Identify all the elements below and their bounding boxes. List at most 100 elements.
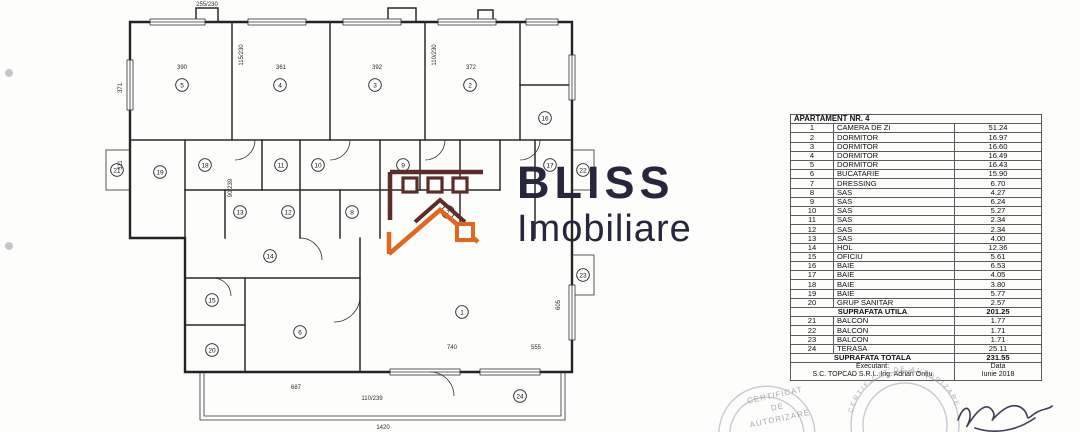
table-cell: BALCON (832, 334, 956, 345)
table-cell: 3 (790, 141, 834, 152)
table-cell: 201.25 (954, 306, 1042, 318)
table-title: APARTAMENT NR. 4 (790, 113, 1042, 125)
balcony-outline (571, 254, 595, 296)
room-number-circle (463, 78, 477, 92)
executant-label: Executant: (855, 363, 890, 371)
authorization-stamp: CERTIFICAT DE AUTORIZARE (718, 385, 816, 432)
dimension-label: 605 (556, 299, 562, 310)
table-cell: 1.77 (954, 316, 1042, 327)
room-number-circle (281, 205, 295, 219)
vent-shaft (387, 7, 417, 23)
table-cell: 21 (790, 316, 834, 327)
room-number: 7 (446, 209, 450, 216)
logo-brand-subtitle: Imobiliare (517, 208, 692, 250)
dimension-label: 390 (177, 65, 188, 71)
balcony-outline (105, 149, 131, 191)
table-cell: DORMITOR (832, 141, 956, 152)
dimension-label: 392 (372, 65, 383, 71)
table-cell: 5.77 (954, 288, 1042, 299)
room-number-circle (345, 205, 359, 219)
bliss-logo: BLISS Imobiliare (383, 160, 692, 264)
table-cell: BAIE (832, 260, 956, 272)
table-cell: 19 (790, 288, 834, 299)
bliss-house-logo-icon (386, 169, 483, 256)
room-number: 11 (278, 162, 285, 169)
room-number: 21 (113, 167, 121, 174)
table-cell: 23 (790, 334, 834, 345)
table-cell: 4.00 (954, 233, 1042, 244)
dimension-label: 1420 (376, 425, 390, 431)
table-cell: 1.71 (954, 325, 1042, 336)
room-number: 15 (208, 297, 216, 304)
interior-walls (129, 21, 573, 373)
table-cell: SAS (832, 215, 956, 226)
room-number-circle (576, 268, 590, 282)
table-cell: HOL (832, 242, 956, 253)
room-number: 12 (284, 209, 292, 216)
table-cell: CAMERA DE ZI (832, 123, 956, 134)
dimension-label: 115/230 (239, 44, 245, 66)
table-cell: 2.57 (954, 297, 1042, 308)
table-cell: DORMITOR (832, 132, 956, 143)
table-cell: BALCON (832, 325, 956, 336)
table-cell: 15 (790, 251, 834, 263)
table-cell: 12 (790, 224, 834, 235)
table-cell: DORMITOR (832, 150, 956, 161)
table-cell: 2.34 (954, 224, 1042, 235)
table-cell: 16 (790, 260, 834, 272)
table-cell: 14 (790, 242, 834, 253)
outer-walls (128, 20, 574, 374)
table-cell: 8 (790, 187, 834, 198)
table-cell: SAS (832, 233, 956, 244)
table-cell: 6.24 (954, 196, 1042, 207)
table-cell: 6 (790, 169, 834, 180)
room-number: 2 (468, 82, 472, 89)
dimension-label: 90/239 (228, 178, 234, 197)
room-number: 5 (180, 82, 184, 89)
table-cell: 16.49 (954, 150, 1042, 161)
door-arcs (212, 139, 541, 397)
table-cell: 51.24 (954, 123, 1042, 134)
room-number: 10 (314, 162, 322, 169)
dimension-label: 372 (466, 65, 477, 71)
table-cell: 20 (790, 297, 834, 308)
room-number: 20 (208, 347, 216, 354)
table-cell: 4.27 (954, 187, 1042, 198)
table-cell: 16.60 (954, 141, 1042, 152)
room-number-circle (205, 343, 219, 357)
table-cell: BALCON (832, 316, 956, 327)
dimension-label: 740 (447, 345, 458, 351)
logo-brand-name: BLISS (517, 157, 675, 208)
table-cell: TERASA (832, 343, 956, 354)
room-number-circle (233, 205, 247, 219)
table-cell: BAIE (832, 270, 956, 281)
table-cell: 6.70 (954, 178, 1042, 189)
table-cell: 10 (790, 205, 834, 217)
table-cell: 24 (790, 343, 834, 354)
table-cell: 11 (790, 215, 834, 226)
table-cell: 9 (790, 196, 834, 207)
room-number: 17 (546, 162, 554, 169)
room-number: 22 (579, 167, 587, 174)
room-number-circle (263, 249, 277, 263)
room-number-circle (311, 158, 325, 172)
date-label: Data (990, 363, 1006, 371)
room-number-circle (513, 389, 527, 403)
room-number-circle (368, 78, 382, 92)
svg-text:CERTIFICAT: CERTIFICAT (746, 385, 803, 406)
room-number: 3 (373, 82, 377, 89)
